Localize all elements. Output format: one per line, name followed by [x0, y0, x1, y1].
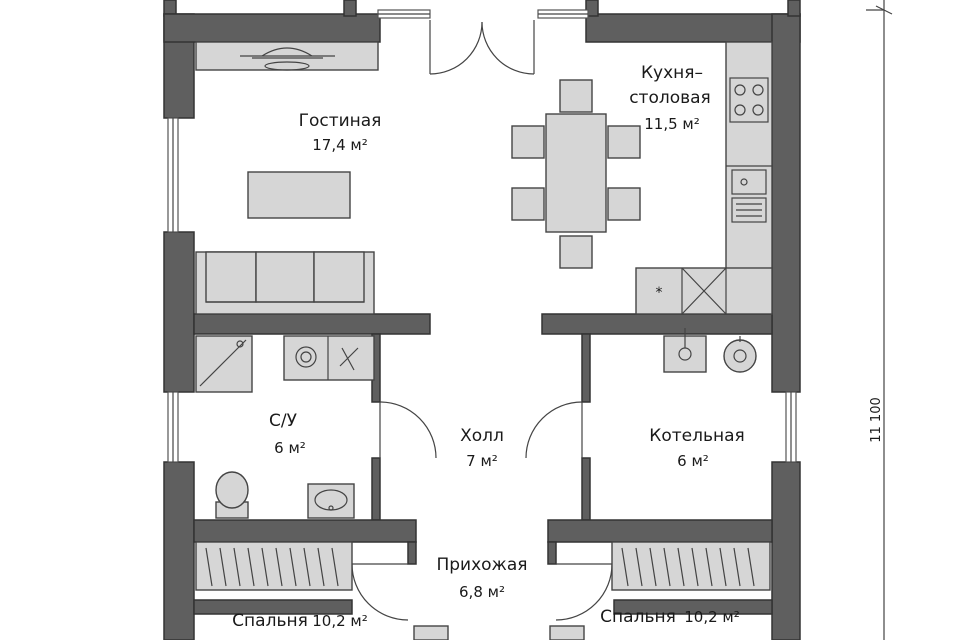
entry-area: 6,8 м² [459, 583, 505, 601]
bedroom-left-area: 10,2 м² [312, 612, 368, 630]
dimension-label: 11 100 [869, 397, 884, 443]
dining-set [511, 79, 641, 269]
kitchen-name-line1: Кухня– [641, 63, 703, 83]
exterior-walls [163, 0, 801, 640]
bathroom-name: С/У [269, 411, 298, 431]
bedroom-right-name: Спальня [600, 607, 676, 627]
sink [731, 169, 767, 195]
svg-text:*: * [656, 285, 663, 301]
bedroom-right-area: 10,2 м² [684, 608, 740, 626]
shower [195, 335, 253, 393]
hall-name: Холл [460, 426, 504, 446]
dimension-line: 11 100 [866, 0, 893, 640]
sofa [195, 251, 375, 315]
coffee-table [247, 171, 351, 219]
stove [729, 77, 769, 123]
washbasin [307, 483, 355, 519]
bedroom-left-name: Спальня [232, 611, 308, 631]
hall-area: 7 м² [466, 452, 498, 470]
boiler-room-area: 6 м² [677, 452, 709, 470]
living-room-furniture [195, 41, 379, 315]
bathroom-fixtures [195, 335, 375, 519]
kitchen-name-line2: столовая [629, 88, 711, 108]
boiler-room-name: Котельная [649, 426, 744, 446]
room-labels: Гостиная 17,4 м² Кухня– столовая 11,5 м²… [232, 63, 745, 631]
living-room-name: Гостиная [299, 111, 382, 131]
dining-table [545, 113, 607, 233]
windows [167, 9, 797, 463]
kitchen-counter: * [635, 41, 773, 315]
entry-name: Прихожая [436, 555, 527, 575]
boiler-room-fixtures [663, 328, 757, 373]
kitchen-area: 11,5 м² [644, 115, 700, 133]
wardrobes [195, 541, 771, 591]
toilet [215, 471, 249, 519]
living-room-area: 17,4 м² [312, 136, 368, 154]
bathroom-area: 6 м² [274, 439, 306, 457]
doors[interactable] [351, 20, 613, 621]
